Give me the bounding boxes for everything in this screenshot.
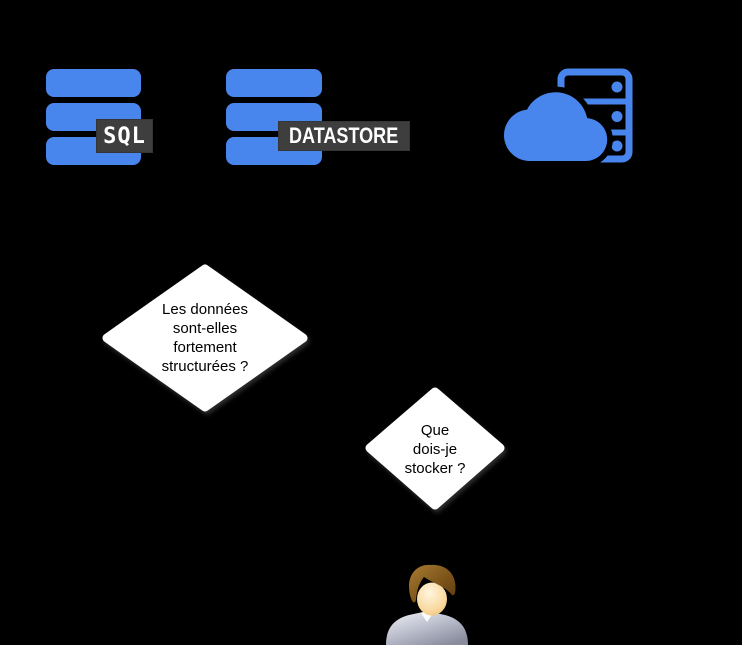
person-face	[417, 582, 447, 616]
cloud-server-icon	[500, 68, 633, 165]
datastore-database-icon	[226, 69, 322, 165]
decision-store-diamond: Que dois-je stocker ?	[358, 380, 512, 518]
cloud-shape	[500, 86, 613, 165]
person-icon	[386, 564, 468, 645]
datastore-label-badge: DATASTORE	[279, 122, 409, 150]
sql-label-badge: SQL	[97, 120, 152, 152]
datastore-label: DATASTORE	[289, 123, 399, 148]
database-bar	[226, 69, 322, 97]
diamond-shape	[365, 387, 505, 510]
decision-structured-diamond: Les données sont-elles fortement structu…	[95, 257, 315, 419]
diamond-shape	[102, 264, 308, 412]
database-bar	[46, 69, 141, 97]
sql-label: SQL	[103, 123, 146, 149]
person-hair	[409, 564, 456, 603]
person-shoulders	[386, 612, 468, 645]
